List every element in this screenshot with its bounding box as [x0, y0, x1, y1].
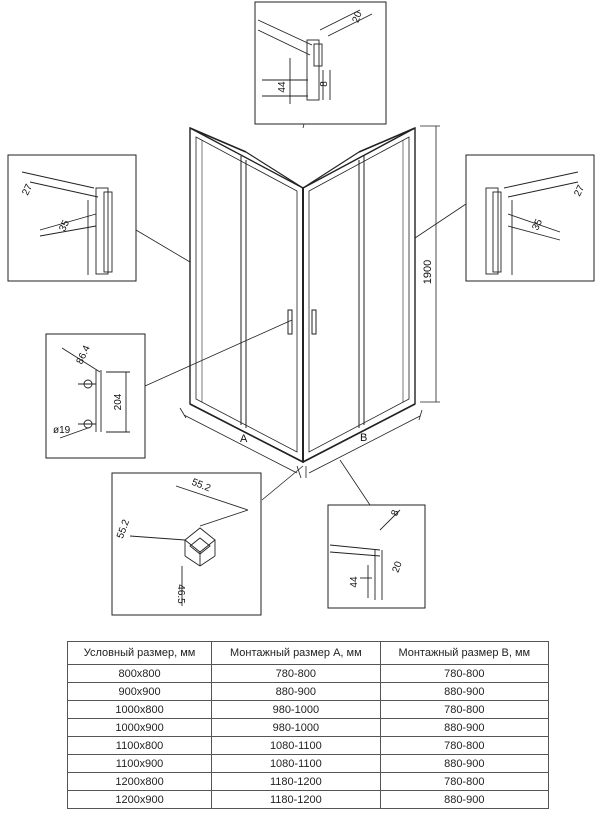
base-dimensions [179, 407, 423, 479]
height-dimension-label: 1900 [422, 260, 434, 284]
cell-mounting-b: 780-800 [379, 772, 550, 791]
cell-mounting-a: 1080-1100 [211, 754, 381, 773]
table-row: 1200x800 1180-1200 780-800 [66, 772, 550, 791]
cell-mounting-a: 1180-1200 [211, 790, 381, 809]
header-mounting-size-a: Монтажный размер А, мм [211, 641, 381, 665]
cell-mounting-b: 880-900 [379, 682, 550, 701]
left-profile-inset: 27 35 [7, 154, 137, 282]
cell-mounting-b: 880-900 [379, 790, 550, 809]
table-row: 1000x900 980-1000 880-900 [66, 718, 550, 737]
cell-nominal-size: 800x800 [66, 664, 213, 683]
cell-mounting-a: 1180-1200 [211, 772, 381, 791]
left-inset-width-label: 27 [20, 182, 35, 197]
cell-nominal-size: 1200x900 [66, 790, 213, 809]
table-row: 1100x900 1080-1100 880-900 [66, 754, 550, 773]
corner-profile-inset: 55.2 55.2 46.5 [111, 472, 262, 616]
height-dimension [420, 125, 440, 403]
header-mounting-size-b: Монтажный размер В, мм [379, 641, 550, 665]
side-a-label: A [240, 433, 248, 445]
cell-mounting-a: 880-900 [211, 682, 381, 701]
cell-mounting-b: 880-900 [379, 718, 550, 737]
right-handle [311, 309, 317, 335]
side-b-label: B [360, 432, 367, 444]
shower-enclosure-drawing: 1900 A B 20 [7, 1, 595, 616]
cell-nominal-size: 900x900 [66, 682, 213, 701]
top-inset-gap-label: 8 [319, 81, 330, 87]
left-inset-depth-label: 35 [57, 218, 72, 233]
bottom-inset-width-label: 20 [391, 560, 405, 575]
table-row: 800x800 780-800 780-800 [66, 664, 550, 683]
top-inset-width-label: 20 [351, 10, 365, 25]
cell-nominal-size: 1000x800 [66, 700, 213, 719]
cell-mounting-b: 780-800 [379, 700, 550, 719]
table-row: 900x900 880-900 880-900 [66, 682, 550, 701]
cell-mounting-a: 780-800 [211, 664, 381, 683]
shower-enclosure [189, 126, 416, 464]
cell-nominal-size: 1100x800 [66, 736, 213, 755]
right-inset-width-label: 27 [572, 183, 587, 198]
table-header-row: Условный размер, мм Монтажный размер А, … [66, 641, 550, 665]
size-table: Условный размер, мм Монтажный размер А, … [66, 641, 550, 809]
table-row: 1100x800 1080-1100 780-800 [66, 736, 550, 755]
right-panel-inner-frame [308, 136, 410, 453]
header-nominal-size: Условный размер, мм [66, 641, 213, 665]
leader-lines [135, 123, 467, 506]
handle-spacing-label: 204 [113, 393, 124, 410]
table-row: 1200x900 1180-1200 880-900 [66, 790, 550, 809]
table-row: 1000x800 980-1000 780-800 [66, 700, 550, 719]
cell-nominal-size: 1200x800 [66, 772, 213, 791]
bottom-profile-inset: 8 44 20 [327, 504, 426, 609]
left-handle [287, 309, 293, 335]
corner-inset-height-label: 46.5 [175, 584, 186, 604]
bottom-inset-gap-label: 8 [390, 508, 402, 517]
cell-mounting-b: 780-800 [379, 736, 550, 755]
left-panel-inner-frame [195, 136, 298, 453]
cell-mounting-b: 880-900 [379, 754, 550, 773]
bottom-inset-height-label: 44 [349, 576, 360, 588]
handle-diameter-label: ø19 [53, 425, 71, 436]
right-inset-depth-label: 35 [530, 217, 545, 232]
top-profile-inset: 20 44 8 [254, 1, 387, 125]
cell-mounting-a: 980-1000 [211, 700, 381, 719]
handle-inset: 86.4 204 ø19 [45, 333, 146, 459]
cell-nominal-size: 1000x900 [66, 718, 213, 737]
cell-mounting-a: 980-1000 [211, 718, 381, 737]
cell-mounting-a: 1080-1100 [211, 736, 381, 755]
top-inset-height-label: 44 [277, 81, 288, 93]
right-profile-inset: 27 35 [465, 154, 595, 282]
cell-nominal-size: 1100x900 [66, 754, 213, 773]
cell-mounting-b: 780-800 [379, 664, 550, 683]
